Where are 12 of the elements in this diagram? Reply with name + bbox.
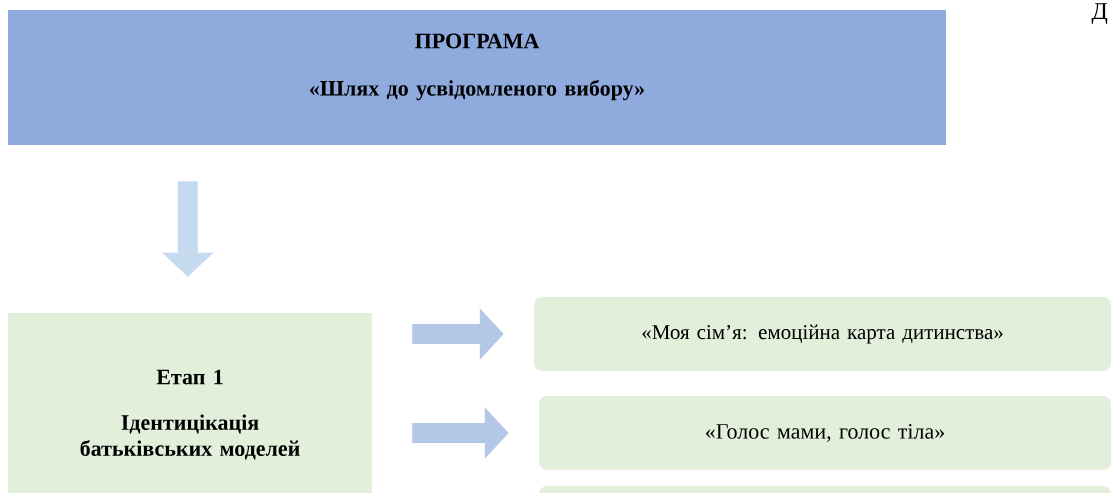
- topic-box: [539, 486, 1111, 493]
- stage-box: [8, 313, 372, 493]
- topic-box: [539, 396, 1111, 470]
- label-text: «Голос мами, голос тіла»: [706, 424, 944, 442]
- label-text: «Шлях до усвідомленого вибору»: [310, 79, 644, 101]
- heading: Етап 1: [156, 369, 223, 385]
- heading: ПРОГРАМА: [415, 33, 540, 49]
- title-box: [8, 10, 946, 145]
- topic-box: [534, 297, 1111, 371]
- label-text: Ідентицікація батьківських моделей: [80, 414, 300, 460]
- label-text: «Моя сім’я: емоційна карта дитинства»: [642, 324, 1003, 344]
- label-text: Д: [1091, 3, 1108, 25]
